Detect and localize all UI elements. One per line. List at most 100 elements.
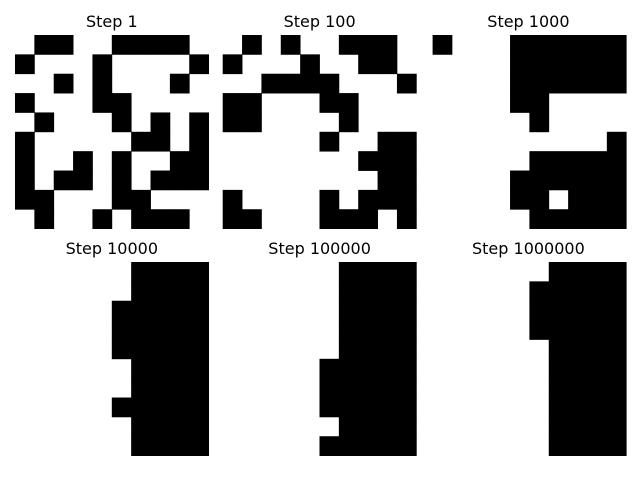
grid-cell-r6-c7 (568, 378, 588, 398)
grid-cell-r9-c6 (548, 209, 569, 229)
grid-cell-r1-c9 (606, 281, 627, 302)
grid-cell-r8-c6 (548, 416, 569, 437)
grid-cell-r1-c9 (606, 54, 627, 75)
grid-cell-r9-c6 (338, 209, 359, 229)
panel-title-step-100: Step 100 (284, 12, 356, 31)
grid-cell-r4-c6 (548, 339, 569, 360)
grid-cell-r2-c8 (169, 73, 190, 94)
grid-cell-r8-c9 (189, 416, 209, 437)
grid-cell-r0-c7 (150, 262, 171, 282)
grid-cell-r1-c6 (338, 281, 359, 302)
grid-cell-r4-c5 (529, 112, 550, 133)
grid-cell-r1-c9 (189, 281, 209, 302)
grid-panel-step-1000 (432, 35, 627, 229)
grid-cell-r8-c8 (169, 416, 190, 437)
grid-cell-r5-c5 (319, 131, 340, 152)
grid-cell-r6-c8 (587, 151, 608, 171)
grid-panel-step-100 (222, 35, 417, 229)
grid-cell-r0-c7 (568, 35, 588, 55)
grid-cell-r1-c7 (358, 54, 378, 75)
grid-cell-r9-c8 (587, 209, 608, 229)
grid-cell-r5-c0 (15, 131, 35, 152)
grid-cell-r4-c8 (377, 339, 398, 360)
grid-cell-r7-c8 (169, 397, 190, 418)
grid-cell-r7-c5 (529, 170, 550, 191)
grid-cell-r1-c8 (587, 281, 608, 302)
grid-cell-r6-c7 (568, 151, 588, 171)
grid-cell-r4-c7 (150, 112, 171, 133)
grid-cell-r3-c5 (529, 320, 550, 340)
grid-panel-step-100000 (319, 262, 417, 456)
grid-cell-r3-c5 (111, 93, 132, 113)
panel-title-step-100000: Step 100000 (268, 239, 371, 258)
grid-cell-r3-c7 (568, 320, 588, 340)
grid-cell-r2-c7 (568, 300, 588, 321)
grid-cell-r4-c6 (131, 339, 151, 360)
grid-cell-r6-c6 (548, 151, 569, 171)
grid-cell-r1-c8 (377, 54, 398, 75)
grid-cell-r8-c8 (587, 416, 608, 437)
grid-cell-r0-c0 (432, 35, 453, 55)
grid-cell-r3-c9 (606, 320, 627, 340)
grid-cell-r6-c6 (131, 378, 151, 398)
grid-cell-r4-c7 (150, 339, 171, 360)
grid-cell-r1-c8 (169, 281, 190, 302)
grid-cell-r3-c0 (15, 93, 35, 113)
grid-cell-r9-c0 (222, 209, 243, 229)
grid-cell-r7-c9 (396, 170, 417, 191)
grid-cell-r7-c9 (189, 170, 209, 191)
grid-cell-r6-c7 (358, 378, 378, 398)
grid-cell-r0-c8 (377, 262, 398, 282)
grid-cell-r8-c5 (529, 189, 550, 210)
grid-cell-r0-c4 (510, 35, 530, 55)
grid-cell-r5-c9 (606, 358, 627, 379)
grid-cell-r3-c7 (150, 320, 171, 340)
grid-cell-r7-c9 (606, 397, 627, 418)
grid-cell-r0-c8 (587, 35, 608, 55)
grid-cell-r1-c4 (510, 54, 530, 75)
grid-cell-r2-c8 (377, 300, 398, 321)
grid-cell-r9-c7 (358, 209, 378, 229)
grid-cell-r7-c3 (73, 170, 93, 191)
grid-cell-r3-c8 (377, 320, 398, 340)
grid-cell-r1-c7 (358, 281, 378, 302)
grid-cell-r2-c4 (92, 73, 113, 94)
grid-cell-r2-c5 (319, 73, 340, 94)
grid-cell-r2-c4 (510, 73, 530, 94)
grid-cell-r5-c7 (150, 131, 171, 152)
grid-cell-r9-c9 (396, 209, 417, 229)
grid-cell-r2-c8 (587, 73, 608, 94)
grid-cell-r7-c7 (568, 397, 588, 418)
grid-cell-r4-c6 (338, 339, 359, 360)
grid-cell-r5-c8 (169, 358, 190, 379)
grid-cell-r8-c1 (34, 189, 55, 210)
grid-cell-r7-c8 (169, 170, 190, 191)
grid-cell-r4-c9 (396, 339, 417, 360)
grid-cell-r6-c5 (319, 378, 340, 398)
grid-cell-r3-c5 (111, 320, 132, 340)
grid-cell-r0-c6 (131, 35, 151, 55)
grid-cell-r8-c8 (377, 416, 398, 437)
grid-cell-r6-c5 (529, 151, 550, 171)
grid-cell-r4-c8 (587, 339, 608, 360)
grid-cell-r8-c7 (150, 416, 171, 437)
grid-cell-r5-c7 (568, 358, 588, 379)
grid-cell-r6-c8 (587, 378, 608, 398)
grid-cell-r7-c4 (510, 170, 530, 191)
grid-cell-r1-c8 (377, 281, 398, 302)
grid-cell-r3-c7 (358, 320, 378, 340)
grid-cell-r9-c9 (189, 436, 209, 456)
grid-cell-r0-c1 (242, 35, 262, 55)
grid-cell-r7-c9 (396, 397, 417, 418)
grid-cell-r4-c9 (189, 112, 209, 133)
grid-cell-r2-c6 (548, 300, 569, 321)
panel-title-step-1000: Step 1000 (487, 12, 569, 31)
grid-cell-r7-c5 (111, 397, 132, 418)
grid-cell-r6-c9 (396, 378, 417, 398)
grid-cell-r4-c0 (222, 112, 243, 133)
grid-cell-r1-c0 (15, 54, 35, 75)
grid-cell-r9-c8 (377, 436, 398, 456)
grid-cell-r4-c6 (338, 112, 359, 133)
grid-cell-r7-c6 (548, 170, 569, 191)
